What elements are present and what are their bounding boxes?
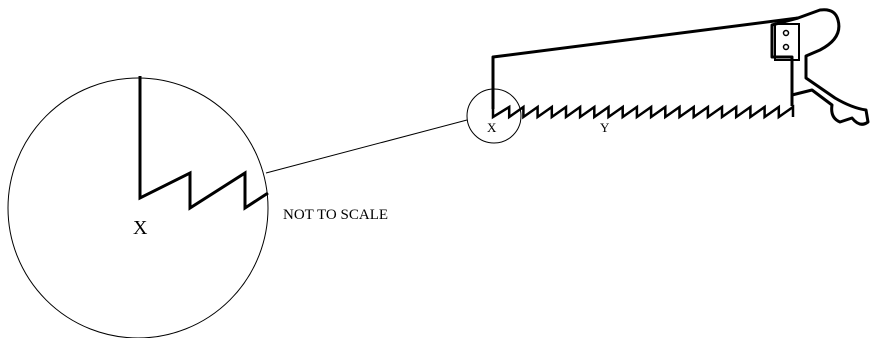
saw-handle (770, 8, 870, 126)
scale-note: NOT TO SCALE (283, 207, 388, 223)
label-y-saw: Y (600, 120, 610, 135)
rivet-icon (782, 29, 790, 37)
saw-teeth-edge (491, 104, 795, 120)
label-x-magnified: X (133, 217, 148, 239)
magnified-detail-circle (7, 77, 269, 338)
saw-blade-outline (491, 16, 799, 109)
label-x-saw: X (487, 120, 497, 135)
handle-rivet-plate (774, 23, 800, 61)
magnified-blade-edge (138, 76, 269, 211)
rivet-icon (782, 43, 790, 51)
magnification-connector-line (265, 119, 468, 174)
